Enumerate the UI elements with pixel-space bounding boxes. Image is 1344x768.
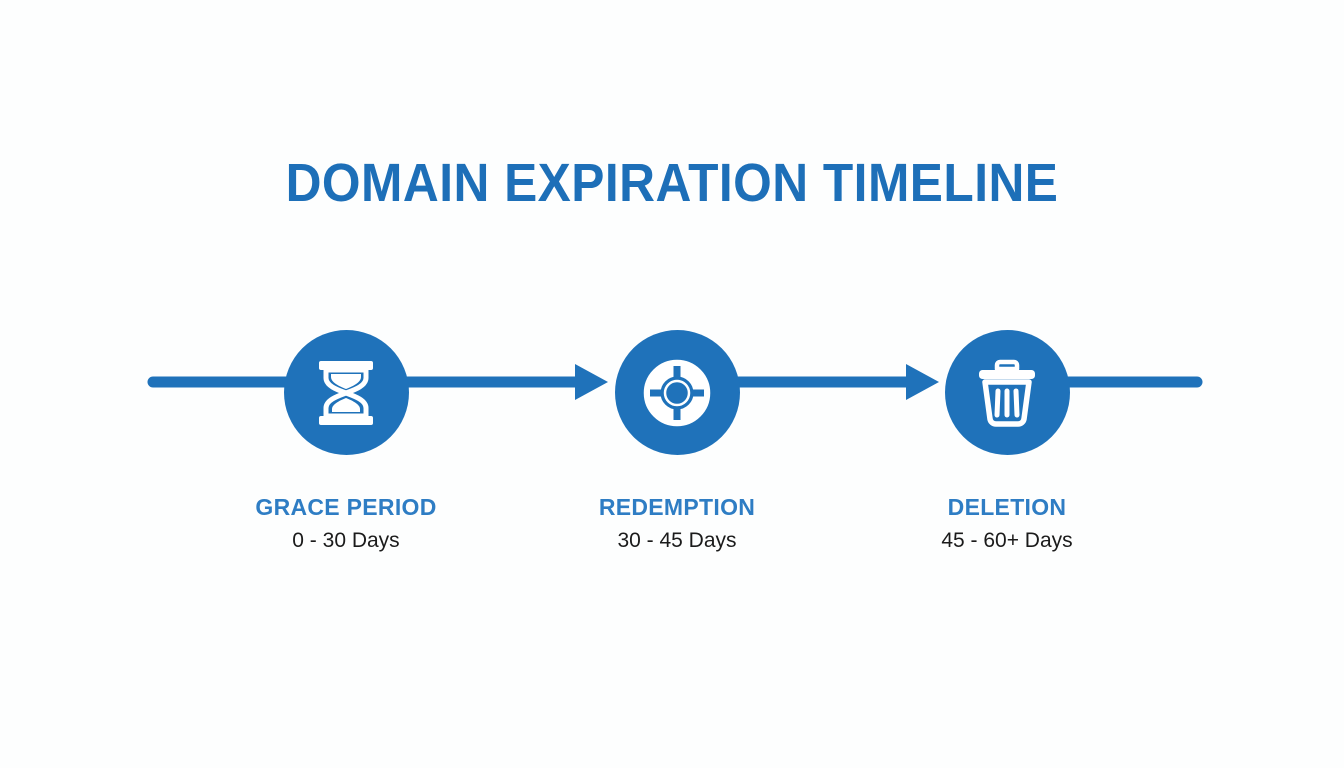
stage-duration: 45 - 60+ Days: [941, 529, 1073, 552]
stage-icon-circle[interactable]: [614, 330, 740, 455]
timeline-rail: [147, 364, 1203, 400]
trash-icon: [977, 359, 1037, 427]
timeline-stage-deletion[interactable]: DELETION 45 - 60+ Days: [882, 330, 1132, 554]
page-title: DOMAIN EXPIRATION TIMELINE: [285, 153, 1059, 213]
lifebuoy-icon: [642, 358, 712, 428]
stage-label: REDEMPTION: [598, 494, 756, 520]
timeline-stage-redemption[interactable]: REDEMPTION 30 - 45 Days: [552, 330, 802, 554]
stage-duration: 0 - 30 Days: [292, 529, 400, 552]
stage-icon-circle[interactable]: [944, 330, 1070, 455]
timeline-rail-container: [0, 320, 1344, 470]
stage-label: GRACE PERIOD: [255, 494, 437, 520]
arrowhead-1-2: [575, 364, 608, 400]
arrowhead-2-3: [906, 364, 939, 400]
hourglass-icon: [315, 359, 377, 427]
stage-duration: 30 - 45 Days: [617, 529, 737, 552]
timeline-stage-grace-period[interactable]: GRACE PERIOD 0 - 30 Days: [221, 330, 471, 554]
stage-label: DELETION: [947, 494, 1067, 520]
stage-icon-circle[interactable]: [283, 330, 409, 455]
